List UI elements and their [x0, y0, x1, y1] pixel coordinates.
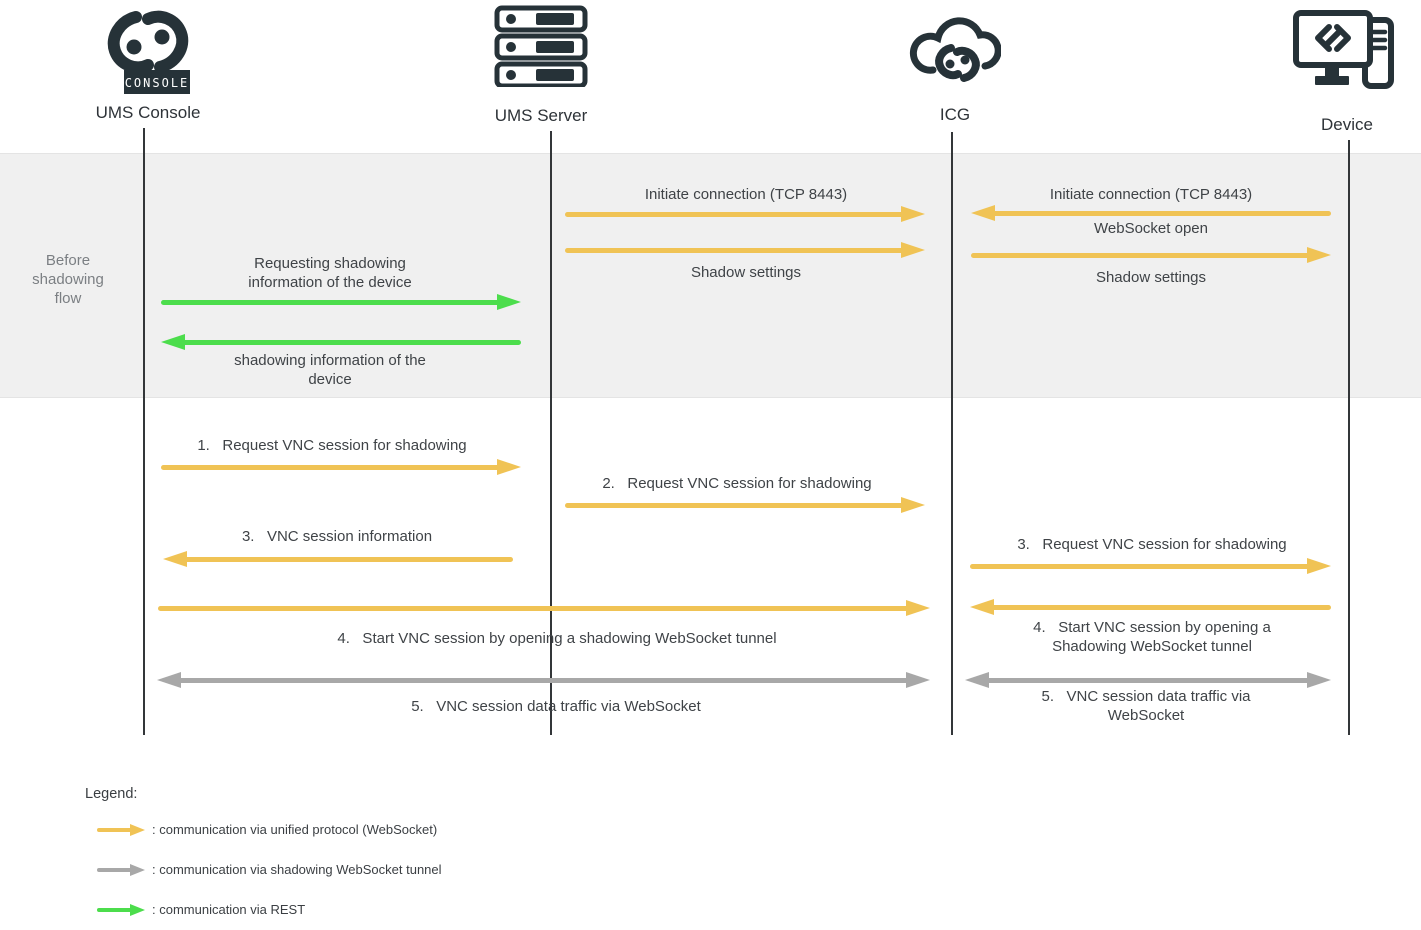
message-label-g1-above: Requesting shadowing information of the …: [248, 255, 412, 291]
arrow-shaft: [565, 503, 907, 508]
device-monitor-icon: [1291, 6, 1399, 105]
arrowhead-right: [1307, 558, 1331, 574]
message-label-s4d-below: 4. Start VNC session by opening a Shadow…: [1033, 619, 1271, 655]
message-label-s3-above: 3. VNC session information: [241, 528, 433, 545]
message-label-s3d-above: 3. Request VNC session for shadowing: [1017, 536, 1287, 553]
legend-arrow-unified_websocket: [97, 824, 145, 836]
arrowhead-left: [157, 672, 181, 688]
message-arrow-g1: [161, 294, 521, 311]
arrow-shaft: [988, 605, 1331, 610]
lifeline-icg: [951, 132, 953, 735]
legend-title: Legend:: [85, 786, 138, 802]
arrowhead-right: [497, 294, 521, 310]
arrowhead-right: [1307, 247, 1331, 263]
legend-arrow-shaft: [97, 908, 135, 912]
message-arrow-s4d: [970, 599, 1331, 616]
message-label-g2-below: shadowing information of the device: [234, 352, 426, 388]
arrow-shaft: [989, 211, 1331, 216]
message-arrow-s4: [158, 600, 930, 617]
message-label-s1-above: 1. Request VNC session for shadowing: [197, 437, 467, 454]
message-label-s2-above: 2. Request VNC session for shadowing: [602, 475, 872, 492]
message-arrow-s5d: [965, 672, 1331, 689]
message-label-s5d-below: 5. VNC session data traffic via WebSocke…: [1041, 688, 1251, 724]
arrowhead-left: [965, 672, 989, 688]
legend-arrowhead: [130, 864, 145, 876]
arrow-shaft: [179, 340, 521, 345]
actor-label-ums-server: UMS Server: [494, 106, 588, 125]
legend-arrow-shadow_tunnel: [97, 864, 145, 876]
arrow-shaft: [565, 248, 907, 253]
arrow-shaft: [161, 465, 503, 470]
message-arrow-b4: [971, 247, 1331, 264]
legend-arrow-shaft: [97, 868, 135, 872]
message-label-b3-above: Initiate connection (TCP 8443): [1049, 186, 1253, 203]
console-logo-icon: CONSOLE: [100, 6, 196, 103]
arrowhead-right: [497, 459, 521, 475]
message-arrow-s3d: [970, 558, 1331, 575]
arrowhead-right: [901, 242, 925, 258]
message-arrow-s5: [157, 672, 930, 689]
arrowhead-left: [161, 334, 185, 350]
arrow-shaft: [970, 564, 1313, 569]
legend-item-label: : communication via shadowing WebSocket …: [152, 862, 442, 877]
arrowhead-right: [1307, 672, 1331, 688]
arrow-shaft: [175, 678, 912, 683]
legend-item-label: : communication via unified protocol (We…: [152, 822, 438, 837]
arrowhead-right: [906, 600, 930, 616]
legend-arrowhead: [130, 904, 145, 916]
message-label-b4-below: Shadow settings: [1095, 269, 1207, 286]
message-arrow-g2: [161, 334, 521, 351]
message-label-s5-below: 5. VNC session data traffic via WebSocke…: [411, 698, 701, 715]
phase-label: Before shadowing flow: [32, 252, 104, 307]
lifeline-console: [143, 128, 145, 735]
lifeline-server: [550, 131, 552, 735]
arrow-shaft: [161, 300, 503, 305]
message-arrow-s1: [161, 459, 521, 476]
arrow-shaft: [181, 557, 513, 562]
legend-item-label: : communication via REST: [152, 902, 306, 917]
legend-arrowhead: [130, 824, 145, 836]
message-arrow-b3: [971, 205, 1331, 222]
arrowhead-right: [901, 497, 925, 513]
arrow-shaft: [971, 253, 1313, 258]
arrow-shaft: [983, 678, 1313, 683]
cloud-link-icon: [909, 4, 1002, 101]
message-label-s4-below: 4. Start VNC session by opening a shadow…: [337, 630, 777, 647]
legend-arrow-shaft: [97, 828, 135, 832]
arrowhead-right: [906, 672, 930, 688]
svg-text:CONSOLE: CONSOLE: [125, 76, 190, 90]
before-shadowing-band: [0, 153, 1421, 398]
arrowhead-right: [901, 206, 925, 222]
arrowhead-left: [970, 599, 994, 615]
actor-label-icg: ICG: [939, 105, 971, 124]
message-arrow-s3: [163, 551, 513, 568]
message-label-b1-above: Initiate connection (TCP 8443): [644, 186, 848, 203]
lifeline-device: [1348, 140, 1350, 735]
actor-label-device: Device: [1321, 115, 1373, 134]
message-arrow-b2: [565, 242, 925, 259]
arrow-shaft: [565, 212, 907, 217]
arrowhead-left: [971, 205, 995, 221]
message-label-b3-below: WebSocket open: [1094, 220, 1208, 237]
message-label-b2-below: Shadow settings: [690, 264, 802, 281]
message-arrow-b1: [565, 206, 925, 223]
legend-arrow-rest: [97, 904, 145, 916]
arrowhead-left: [163, 551, 187, 567]
actor-label-ums-console: UMS Console: [95, 103, 201, 122]
arrow-shaft: [158, 606, 912, 611]
message-arrow-s2: [565, 497, 925, 514]
server-rack-icon: [494, 5, 588, 92]
